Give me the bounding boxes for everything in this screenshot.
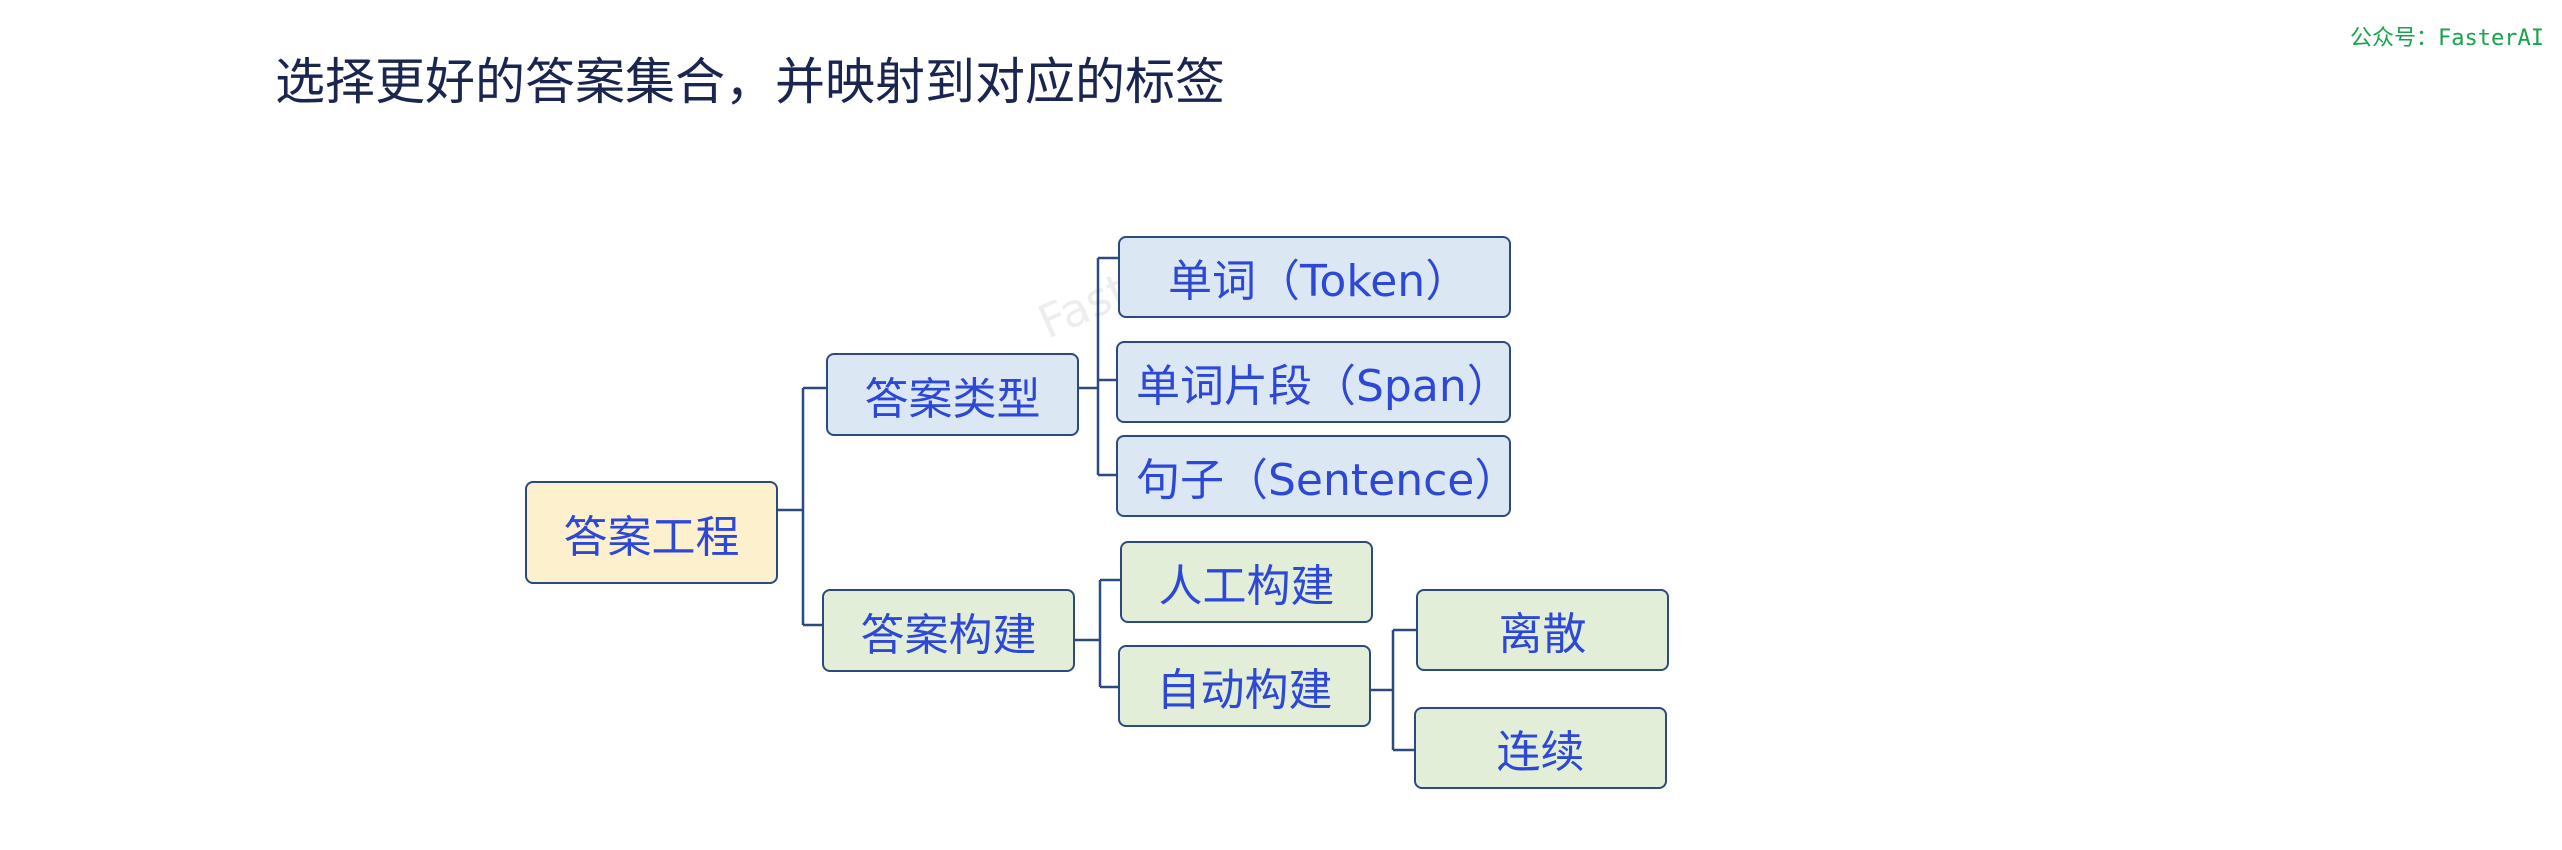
account-watermark: 公众号：FasterAI xyxy=(2350,26,2544,51)
node-answer-engineering-label: 答案工程 xyxy=(563,511,740,563)
node-continuous-label: 连续 xyxy=(1496,727,1585,778)
node-sentence: 句子（Sentence） xyxy=(1116,435,1518,517)
node-answer-engineering: 答案工程 xyxy=(525,481,778,584)
node-span-label: 单词片段（Span） xyxy=(1136,361,1511,412)
node-token: 单词（Token） xyxy=(1118,236,1511,318)
node-span: 单词片段（Span） xyxy=(1116,341,1511,423)
node-manual-build: 人工构建 xyxy=(1120,541,1373,623)
node-discrete: 离散 xyxy=(1416,589,1669,671)
connector-root xyxy=(778,386,826,627)
connector-answer-type xyxy=(1079,256,1118,477)
node-sentence-label: 句子（Sentence） xyxy=(1136,455,1519,506)
node-auto-build: 自动构建 xyxy=(1118,645,1371,727)
connector-answer-build xyxy=(1075,578,1120,689)
page-title: 选择更好的答案集合，并映射到对应的标签 xyxy=(275,53,1225,111)
node-answer-type: 答案类型 xyxy=(826,353,1079,436)
node-continuous: 连续 xyxy=(1414,707,1667,789)
node-answer-type-label: 答案类型 xyxy=(864,373,1041,425)
connector-auto-build xyxy=(1370,628,1416,752)
node-token-label: 单词（Token） xyxy=(1168,256,1470,307)
node-manual-build-label: 人工构建 xyxy=(1158,561,1335,612)
node-answer-build: 答案构建 xyxy=(822,589,1075,672)
node-auto-build-label: 自动构建 xyxy=(1156,665,1333,716)
node-answer-build-label: 答案构建 xyxy=(860,609,1037,661)
node-discrete-label: 离散 xyxy=(1498,609,1587,660)
